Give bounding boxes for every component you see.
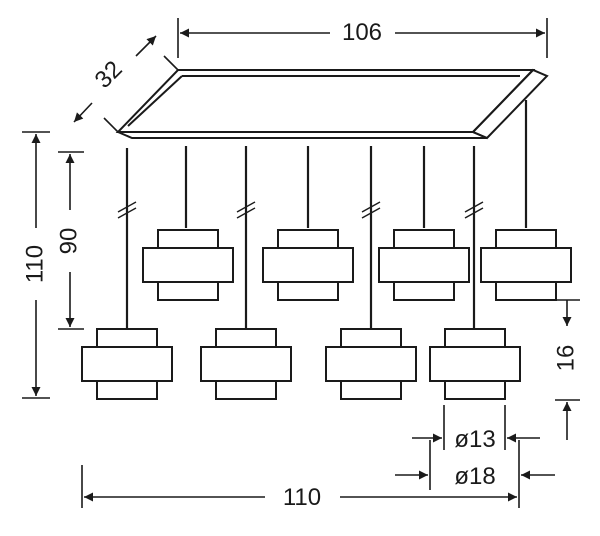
dimension-shade-height	[555, 299, 580, 440]
ceiling-canopy	[115, 68, 549, 140]
lower-shade-row	[81, 328, 521, 400]
width-top-label: 106	[342, 19, 382, 46]
cable-break-marks	[117, 201, 484, 219]
lamp-shade	[262, 229, 354, 301]
suspension-cables	[125, 100, 528, 328]
lamp-shade	[81, 328, 173, 400]
dimension-width-bottom	[81, 465, 520, 508]
dimension-width-top	[177, 18, 548, 58]
lamp-shade	[480, 229, 572, 301]
inner-diameter-label: ø13	[454, 426, 495, 453]
outer-diameter-label: ø18	[454, 463, 495, 490]
lamp-shade	[429, 328, 521, 400]
lamp-shade	[142, 229, 234, 301]
height-inner-label: 90	[55, 228, 82, 255]
dimension-height-total	[22, 131, 50, 399]
lamp-shade	[200, 328, 292, 400]
depth-label: 32	[90, 56, 128, 94]
lamp-shade	[325, 328, 417, 400]
shade-height-label: 16	[552, 345, 579, 372]
dimension-diameters	[395, 405, 555, 490]
height-total-label: 110	[21, 245, 48, 283]
dimension-height-inner	[58, 151, 84, 330]
dimension-depth	[73, 35, 179, 133]
upper-shade-row	[142, 229, 572, 301]
width-bottom-label: 110	[283, 484, 321, 511]
lamp-shade	[378, 229, 470, 301]
